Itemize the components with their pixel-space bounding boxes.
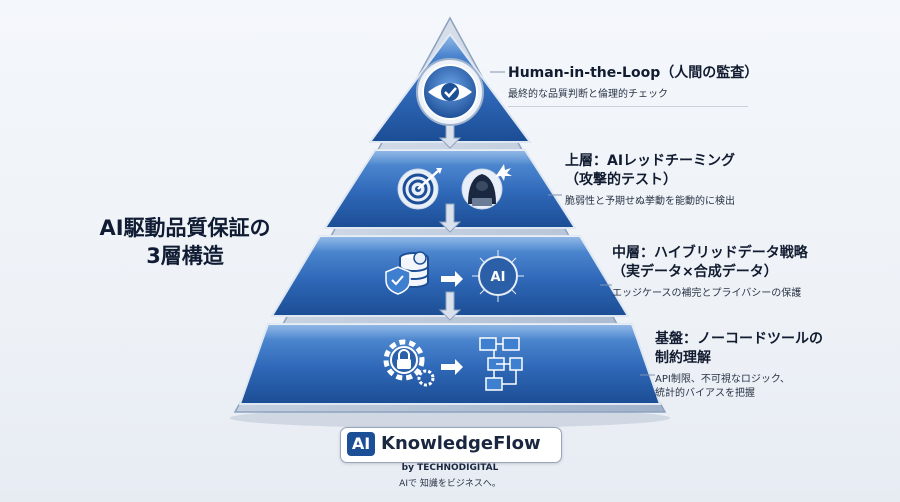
- layer-description-2: 統計的バイアスを把握: [655, 388, 755, 399]
- layer-description: 最終的な品質判断と倫理的チェック: [508, 89, 668, 100]
- layer-label-top: Human-in-the-Loop（人間の監査） 最終的な品質判断と倫理的チェッ…: [508, 64, 768, 107]
- pyramid-shadow: [230, 408, 670, 428]
- layer-heading-sub: （攻撃的テスト）: [565, 172, 677, 188]
- layer-heading-sub: （実データ×合成データ）: [612, 264, 778, 280]
- layer-heading: Human-in-the-Loop（人間の監査）: [508, 65, 759, 81]
- brand-badge: AI: [347, 432, 375, 456]
- leader-lines: [490, 71, 655, 376]
- layer-heading-sub: 制約理解: [655, 350, 711, 366]
- gear-lock-icon: [383, 339, 435, 387]
- arrow-down-icon: [438, 291, 462, 321]
- brand-name: KnowledgeFlow: [381, 433, 541, 454]
- flowchart-icon: [479, 337, 523, 391]
- layer-label-base: 基盤：ノーコードツールの 制約理解 API制限、不可視なロジック、 統計的バイア…: [655, 330, 845, 401]
- arrow-down-icon: [438, 203, 462, 233]
- layer-description: エッジケースの補完とプライバシーの保護: [612, 288, 802, 299]
- database-shield-icon: [385, 251, 429, 295]
- layer-description: 脆弱性と予期せぬ挙動を能動的に検出: [565, 196, 735, 207]
- eye-check-icon: [416, 58, 484, 126]
- ai-brain-icon: AI: [472, 250, 524, 302]
- layer-heading: 上層：AIレッドチーミング: [565, 153, 736, 169]
- layer-heading: 基盤：ノーコードツールの: [655, 331, 823, 347]
- layer-label-middle: 中層：ハイブリッドデータ戦略 （実データ×合成データ） エッジケースの補完とプラ…: [612, 244, 812, 301]
- title-line-2: 3層構造: [146, 244, 224, 268]
- target-icon: [397, 168, 442, 210]
- hacker-icon: [461, 164, 512, 210]
- arrow-right-icon: [441, 359, 463, 375]
- divider: [508, 106, 748, 107]
- title-line-1: AI駆動品質保証の: [99, 216, 271, 240]
- diagram-title: AI駆動品質保証の 3層構造: [70, 214, 300, 270]
- brand-logo: AI KnowledgeFlow: [340, 427, 562, 463]
- layer-description: API制限、不可視なロジック、: [655, 374, 790, 385]
- ai-icon-text: AI: [491, 270, 506, 285]
- down-arrows: [438, 117, 462, 321]
- brand-byline: by TECHNODIGITAL: [401, 463, 499, 473]
- arrow-right-icon: [441, 271, 463, 287]
- layer-heading: 中層：ハイブリッドデータ戦略: [612, 245, 808, 261]
- layer-label-upper: 上層：AIレッドチーミング （攻撃的テスト） 脆弱性と予期せぬ挙動を能動的に検出: [565, 152, 765, 209]
- brand-tagline: AIで 知識をビジネスへ。: [399, 479, 501, 489]
